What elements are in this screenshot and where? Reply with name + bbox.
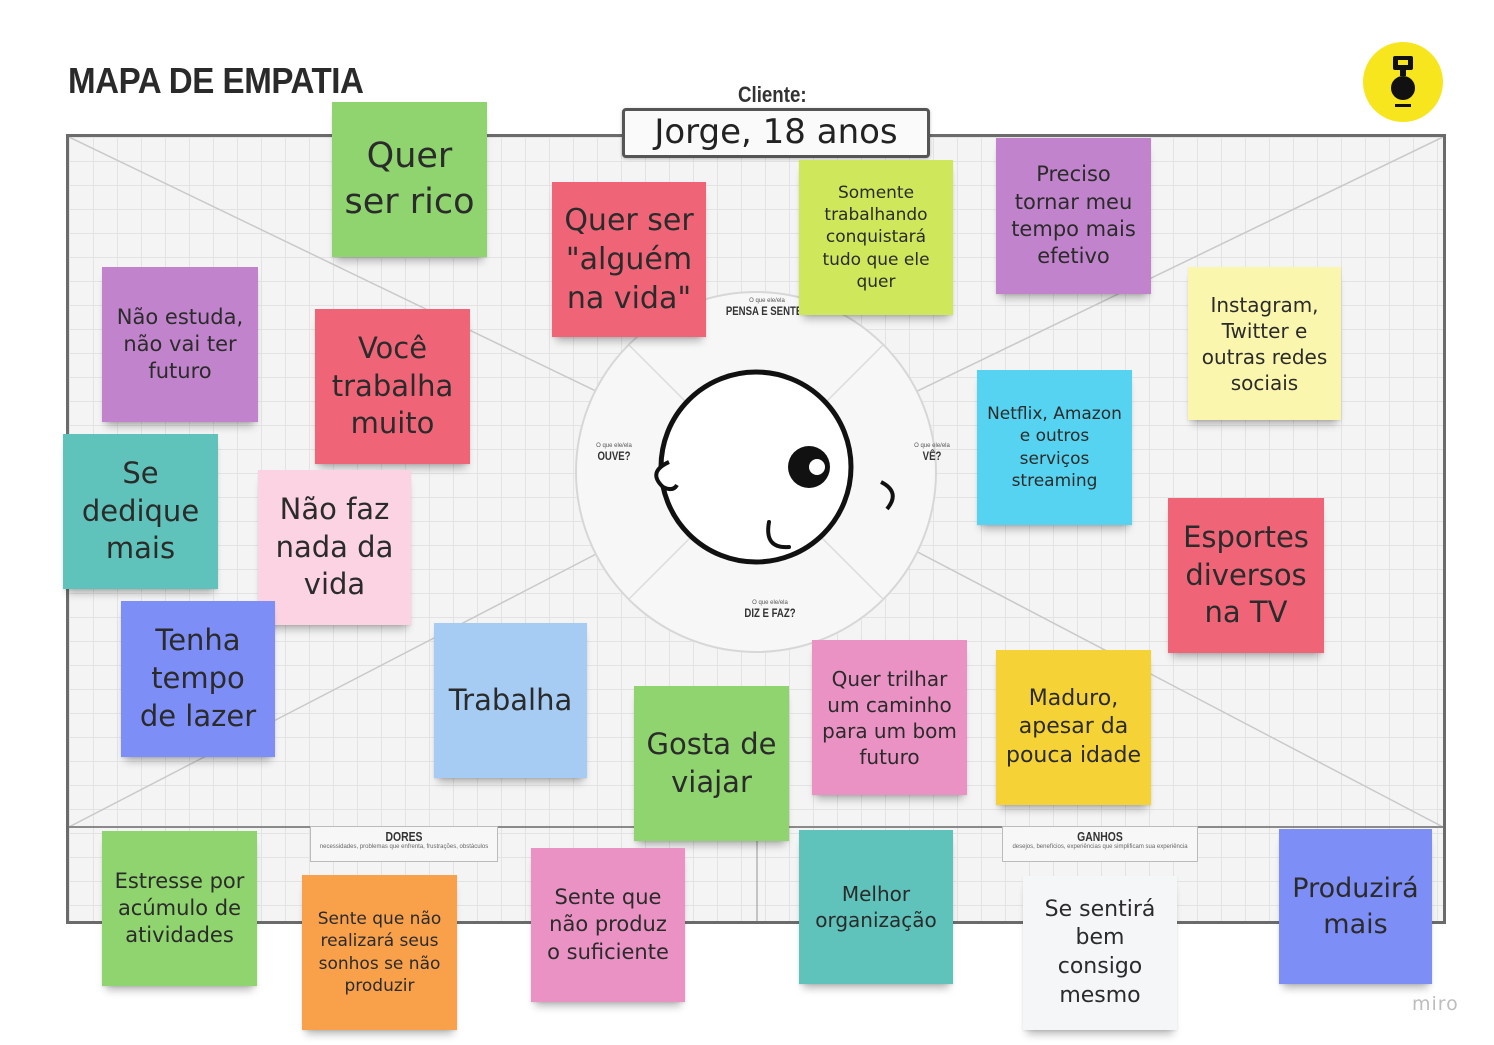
sticky-note[interactable]: Trabalha	[434, 623, 587, 778]
sticky-note-text: Não faz nada da vida	[275, 491, 394, 602]
sticky-note-text: Quer ser rico	[344, 136, 475, 222]
quadrant-diz-faz: O que ele/ela DIZ E FAZ?	[720, 600, 820, 620]
sticky-note-text: Sente que não realizará seus sonhos se n…	[317, 909, 442, 996]
sticky-note-text: Instagram, Twitter e outras redes sociai…	[1201, 292, 1328, 395]
sticky-note[interactable]: Maduro, apesar da pouca idade	[996, 650, 1151, 805]
sticky-note[interactable]: Sente que não realizará seus sonhos se n…	[302, 875, 457, 1030]
sticky-note-text: Sente que não produz o suficiente	[547, 885, 669, 964]
sticky-note-text: Gosta de viajar	[646, 726, 777, 799]
quadrant-title: VÊ?	[922, 449, 942, 463]
page-title: MAPA DE EMPATIA	[68, 60, 364, 101]
quadrant-question: O que ele/ela	[752, 600, 788, 606]
quadrant-title: DIZ E FAZ?	[744, 606, 796, 620]
sticky-note-text: Você trabalha muito	[331, 330, 454, 441]
sticky-note[interactable]: Esportes diversos na TV	[1168, 498, 1324, 653]
miro-watermark: miro	[1412, 993, 1459, 1015]
sticky-note[interactable]: Gosta de viajar	[634, 686, 789, 841]
quadrant-question: O que ele/ela	[596, 443, 632, 449]
sticky-note[interactable]: Sente que não produz o suficiente	[531, 848, 685, 1002]
board-guides	[69, 137, 1443, 921]
sticky-note[interactable]: Quer ser "alguém na vida"	[552, 182, 706, 337]
quadrant-title: PENSA E SENTE?	[725, 304, 809, 318]
sticky-note[interactable]: Somente trabalhando conquistará tudo que…	[799, 160, 953, 315]
sticky-note[interactable]: Quer ser rico	[332, 102, 487, 257]
sticky-note-text: Tenha tempo de lazer	[139, 623, 257, 733]
section-ganhos: GANHOS desejos, benefícios, experiências…	[1002, 826, 1198, 862]
sticky-note-text: Estresse por acúmulo de atividades	[114, 868, 245, 948]
quadrant-ouve: O que ele/ela OUVE?	[586, 443, 642, 463]
client-label: Cliente:	[738, 82, 807, 107]
section-subtitle: desejos, benefícios, experiências que si…	[1012, 844, 1188, 850]
sticky-note[interactable]: Preciso tornar meu tempo mais efetivo	[996, 138, 1151, 294]
client-name-field[interactable]: Jorge, 18 anos	[622, 108, 930, 158]
section-title: DORES	[385, 829, 423, 844]
quadrant-title: OUVE?	[597, 449, 631, 463]
section-title: GANHOS	[1077, 829, 1123, 844]
sticky-note-text: Trabalha	[448, 682, 573, 717]
sticky-note-text: Se sentirá bem consigo mesmo	[1044, 896, 1156, 1008]
sticky-note-text: Produzirá mais	[1292, 873, 1419, 940]
sticky-note[interactable]: Quer trilhar um caminho para um bom futu…	[812, 640, 967, 795]
sticky-note[interactable]: Instagram, Twitter e outras redes sociai…	[1188, 267, 1341, 420]
sticky-note[interactable]: Netflix, Amazon e outros serviços stream…	[977, 370, 1132, 525]
quadrant-question: O que ele/ela	[914, 443, 950, 449]
sticky-note[interactable]: Não faz nada da vida	[258, 470, 411, 625]
sticky-note[interactable]: Produzirá mais	[1279, 829, 1432, 984]
sticky-note-text: Netflix, Amazon e outros serviços stream…	[987, 404, 1122, 491]
sticky-note-text: Somente trabalhando conquistará tudo que…	[822, 183, 930, 292]
sticky-note[interactable]: Tenha tempo de lazer	[121, 601, 275, 757]
sticky-note-text: Não estuda, não vai ter futuro	[116, 304, 244, 384]
sticky-note[interactable]: Não estuda, não vai ter futuro	[102, 267, 258, 422]
section-dores: DORES necessidades, problemas que enfren…	[310, 826, 498, 862]
sticky-note[interactable]: Melhor organização	[799, 830, 953, 984]
sticky-note-text: Preciso tornar meu tempo mais efetivo	[1011, 162, 1136, 269]
sticky-note-text: Melhor organização	[815, 882, 937, 932]
section-subtitle: necessidades, problemas que enfrenta, fr…	[319, 844, 489, 850]
design-thinking-logo-icon	[1363, 42, 1443, 122]
sticky-note-text: Quer trilhar um caminho para um bom futu…	[822, 666, 957, 769]
quadrant-question: O que ele/ela	[749, 298, 785, 304]
sticky-note[interactable]: Se sentirá bem consigo mesmo	[1023, 876, 1177, 1030]
sticky-note-text: Maduro, apesar da pouca idade	[1006, 685, 1141, 768]
quadrant-pensa-sente: O que ele/ela PENSA E SENTE?	[712, 298, 822, 318]
sticky-note-text: Esportes diversos na TV	[1183, 519, 1309, 630]
sticky-note[interactable]: Estresse por acúmulo de atividades	[102, 831, 257, 986]
sticky-note[interactable]: Se dedique mais	[63, 434, 218, 589]
sticky-note-text: Se dedique mais	[81, 455, 200, 566]
quadrant-ve: O que ele/ela VÊ?	[904, 443, 960, 463]
sticky-note-text: Quer ser "alguém na vida"	[564, 203, 694, 316]
sticky-note[interactable]: Você trabalha muito	[315, 309, 470, 464]
